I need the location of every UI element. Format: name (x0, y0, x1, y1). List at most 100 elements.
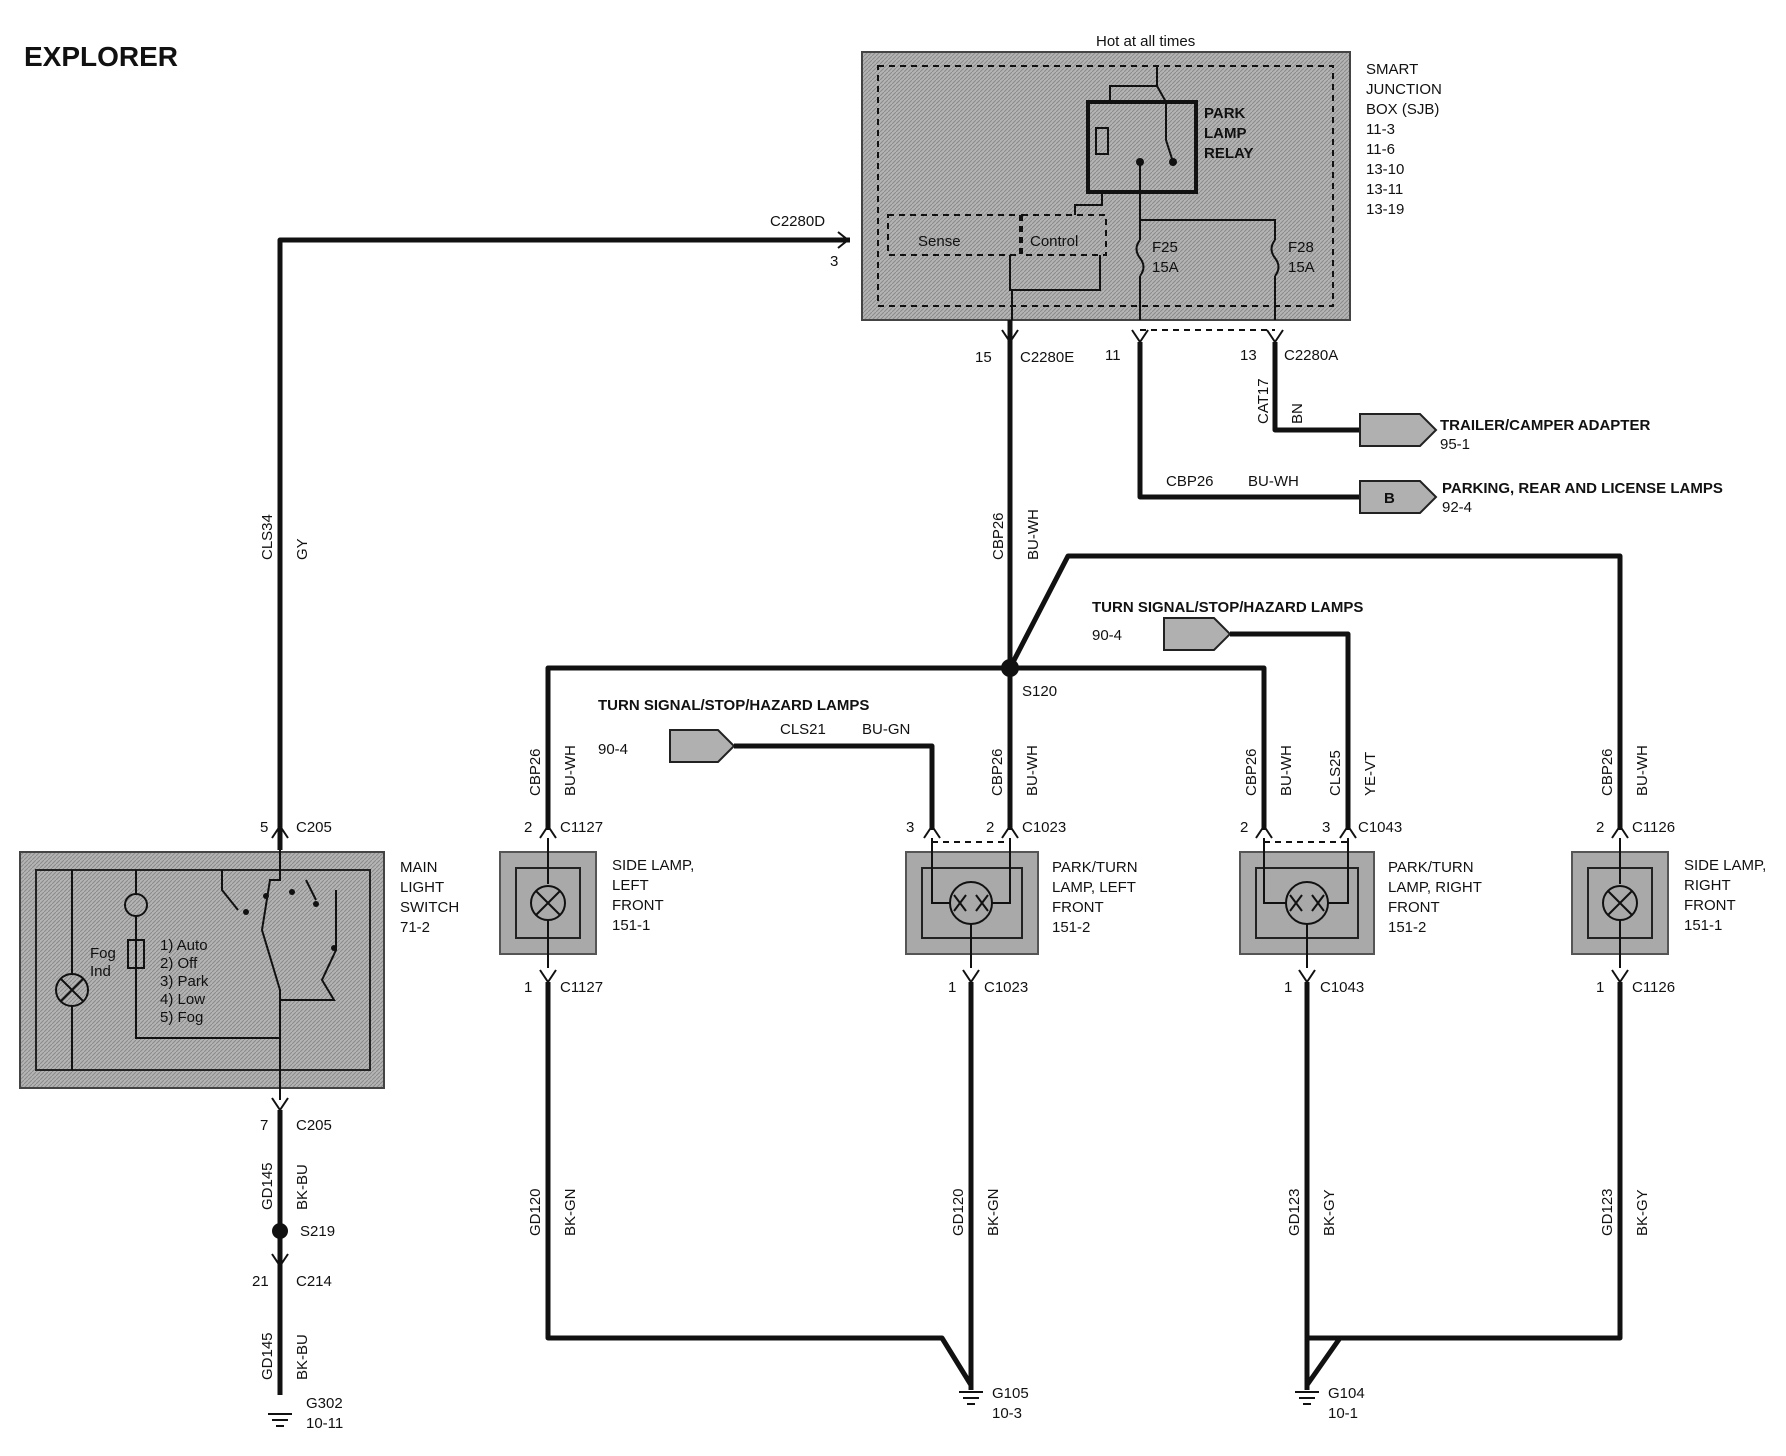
wire-label-bkgn-a: BK-GN (562, 1188, 579, 1236)
svg-text:C1127: C1127 (560, 819, 603, 836)
wire-label-gd123-b: GD123 (1599, 1188, 1616, 1236)
svg-text:G302: G302 (306, 1395, 343, 1412)
wire-cls21-label: CLS21 (780, 721, 826, 738)
svg-text:SMART: SMART (1366, 61, 1418, 78)
svg-text:11-6: 11-6 (1366, 141, 1395, 158)
svg-text:3: 3 (906, 819, 914, 836)
turn-signal-flag-right (1163, 617, 1232, 651)
svg-text:10-3: 10-3 (992, 1405, 1022, 1422)
fuse-f28 (1270, 239, 1280, 277)
relay-label-3: RELAY (1204, 145, 1253, 162)
svg-text:2: 2 (1240, 819, 1248, 836)
svg-text:RIGHT: RIGHT (1684, 877, 1731, 894)
svg-text:1: 1 (524, 979, 532, 996)
wire-label-bkgy-a: BK-GY (1321, 1189, 1338, 1236)
wire-cls25 (1230, 631, 1351, 830)
control-box (1021, 214, 1107, 256)
svg-text:151-1: 151-1 (1684, 917, 1722, 934)
ground-g104: G104 10-1 (1295, 1385, 1365, 1422)
wire-to-side-left (545, 665, 1010, 830)
wire-cls34-label: CLS34 (259, 514, 276, 560)
control-label: Control (1030, 233, 1078, 250)
svg-text:C1127: C1127 (560, 979, 603, 996)
park-turn-lamp-left: 3 2 C1023 1 C1023 PARK/TURN LAMP, LEFT F… (905, 819, 1138, 996)
svg-text:MAIN: MAIN (400, 859, 438, 876)
wire-label-gd120-b: GD120 (950, 1188, 967, 1236)
wire-label-cbp26-sl: CBP26 (527, 748, 544, 796)
svg-text:11-3: 11-3 (1366, 121, 1395, 138)
wire-buwh-label-main: BU-WH (1025, 509, 1042, 560)
wire-label-bkbu-b: BK-BU (294, 1334, 311, 1380)
svg-text:Ind: Ind (90, 963, 111, 980)
sense-label: Sense (918, 233, 961, 250)
turn-signal-ref-left: 90-4 (598, 741, 628, 758)
parking-connector-flag (1359, 480, 1438, 514)
svg-text:71-2: 71-2 (400, 919, 430, 936)
parking-flag-letter: B (1384, 490, 1395, 507)
ground-icon (959, 1391, 983, 1405)
svg-text:1: 1 (1284, 979, 1292, 996)
fuse-f28-amp: 15A (1288, 259, 1315, 276)
parking-rear-license-lamps-label: PARKING, REAR AND LICENSE LAMPS (1442, 480, 1723, 497)
connector-c2280a: C2280A (1284, 347, 1338, 364)
svg-text:2: 2 (986, 819, 994, 836)
svg-text:5) Fog: 5) Fog (160, 1009, 203, 1026)
ground-icon (268, 1413, 292, 1427)
park-lamp-relay (1086, 100, 1198, 194)
wire-label-gd120-a: GD120 (527, 1188, 544, 1236)
trailer-connector-flag (1359, 413, 1438, 447)
diagram-title: EXPLORER (24, 41, 178, 72)
svg-text:Fog: Fog (90, 945, 116, 962)
svg-text:C1023: C1023 (984, 979, 1028, 996)
wire-bn-label: BN (1289, 403, 1306, 424)
connector-c2280e: C2280E (1020, 349, 1074, 366)
wire-buwh-parking-label: BU-WH (1248, 473, 1299, 490)
svg-text:1: 1 (948, 979, 956, 996)
svg-text:G105: G105 (992, 1385, 1029, 1402)
svg-text:SIDE LAMP,: SIDE LAMP, (612, 857, 694, 874)
resistor-icon (127, 939, 145, 969)
svg-text:151-2: 151-2 (1052, 919, 1090, 936)
svg-text:BOX (SJB): BOX (SJB) (1366, 101, 1439, 118)
svg-text:13-11: 13-11 (1366, 181, 1403, 198)
wire-label-cbp26-sr: CBP26 (1599, 748, 1616, 796)
fuse-f25-amp: 15A (1152, 259, 1179, 276)
wire-cbp26-parking (1137, 342, 1360, 500)
connector-c214: C214 (296, 1273, 332, 1290)
turn-signal-ref-right: 90-4 (1092, 627, 1122, 644)
wire-cbp26-label-main: CBP26 (990, 512, 1007, 560)
ground-icon (1295, 1391, 1319, 1405)
wire-to-side-right (1007, 553, 1623, 830)
sense-box (887, 214, 1021, 256)
pin-c2280a-13: 13 (1240, 347, 1257, 364)
splice-s120 (1001, 659, 1019, 677)
wire-cbp26-parking-label: CBP26 (1166, 473, 1214, 490)
relay-coil (1095, 127, 1109, 155)
connector-c2280d-arrow (837, 231, 850, 249)
wire-label-bkgn-b: BK-GN (985, 1188, 1002, 1236)
svg-text:151-1: 151-1 (612, 917, 650, 934)
svg-text:JUNCTION: JUNCTION (1366, 81, 1442, 98)
svg-text:FRONT: FRONT (1388, 899, 1440, 916)
park-turn-lamp-right: 2 3 C1043 1 C1043 PARK/TURN LAMP, RIGHT … (1239, 819, 1482, 996)
svg-text:3) Park: 3) Park (160, 973, 209, 990)
svg-text:FRONT: FRONT (1684, 897, 1736, 914)
svg-text:3: 3 (1322, 819, 1330, 836)
wire-gd123-left (1304, 982, 1343, 1387)
hot-at-all-times: Hot at all times (1096, 33, 1195, 50)
svg-text:FRONT: FRONT (612, 897, 664, 914)
splice-s219 (272, 1223, 288, 1239)
svg-text:C1126: C1126 (1632, 819, 1675, 836)
wire-gd123-right (1340, 982, 1623, 1341)
pin-c2280e: 15 (975, 349, 992, 366)
side-lamp-left: 2 C1127 1 C1127 SIDE LAMP, LEFT FRONT 15… (499, 819, 694, 996)
turn-signal-label-right: TURN SIGNAL/STOP/HAZARD LAMPS (1092, 599, 1363, 616)
fuse-f28-label: F28 (1288, 239, 1314, 256)
wire-label-gd145-a: GD145 (259, 1162, 276, 1210)
svg-text:C1043: C1043 (1358, 819, 1402, 836)
svg-text:PARK/TURN: PARK/TURN (1388, 859, 1474, 876)
connector-c2280d: C2280D (770, 213, 825, 230)
pin-c2280d: 3 (830, 253, 838, 270)
fuse-f25 (1135, 239, 1145, 277)
